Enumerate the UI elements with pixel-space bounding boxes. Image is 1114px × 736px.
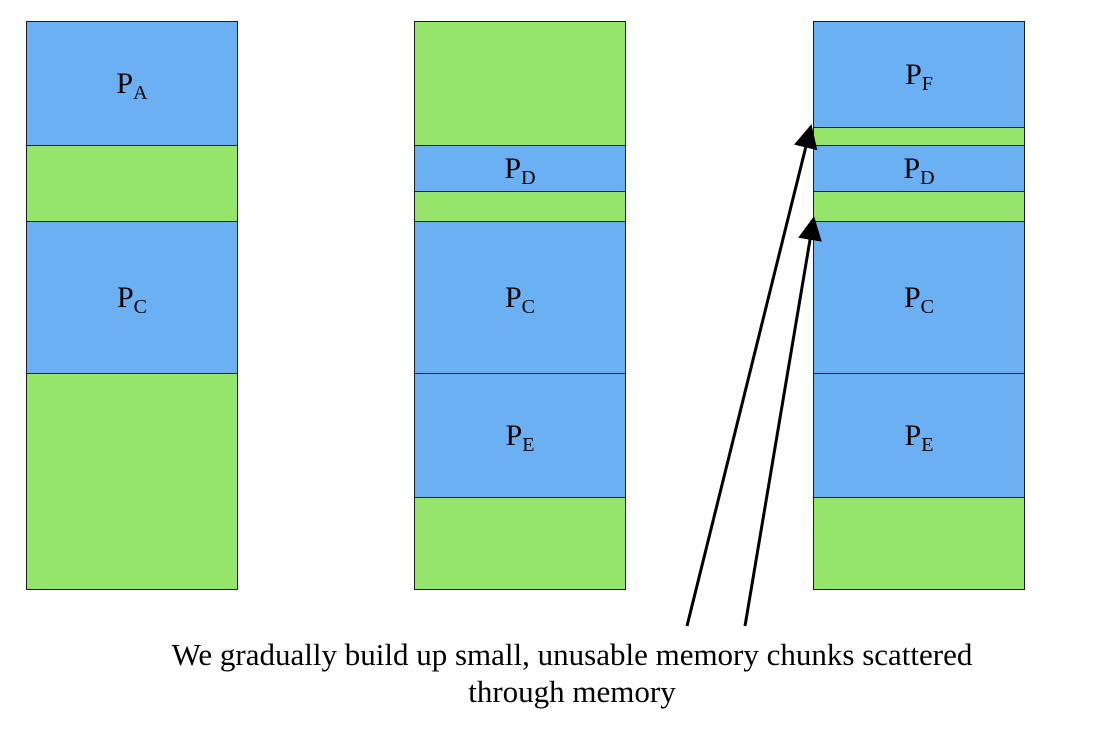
caption-line-2: through memory: [468, 674, 676, 709]
caption-line-1: We gradually build up small, unusable me…: [171, 637, 973, 672]
segment-free: [813, 497, 1025, 590]
process-label: PF: [905, 57, 933, 95]
segment-free: [414, 497, 626, 590]
process-label: PC: [903, 280, 935, 318]
segment-free-fragment: [813, 191, 1025, 222]
segment-process-d: PD: [813, 145, 1025, 192]
memory-column-2: PD PC PE: [414, 21, 626, 590]
segment-process-c: PC: [414, 221, 626, 374]
segment-process-d: PD: [414, 145, 626, 192]
memory-column-1: PA PC: [26, 21, 238, 590]
segment-process-e: PE: [414, 373, 626, 498]
process-label: PD: [504, 151, 536, 189]
arrow-to-fragment-1: [685, 124, 818, 627]
process-label: PC: [504, 280, 536, 318]
segment-free: [26, 145, 238, 222]
arrow-to-fragment-2: [743, 216, 822, 627]
segment-free-fragment: [813, 127, 1025, 146]
memory-column-3: PF PD PC PE: [813, 21, 1025, 590]
segment-process-f: PF: [813, 21, 1025, 128]
segment-free: [414, 21, 626, 146]
segment-process-c: PC: [26, 221, 238, 374]
process-label: PA: [116, 66, 148, 104]
process-label: PE: [505, 418, 535, 456]
segment-process-a: PA: [26, 21, 238, 146]
process-label: PC: [116, 280, 148, 318]
caption: We gradually build up small, unusable me…: [57, 636, 1087, 710]
segment-free: [414, 191, 626, 222]
process-label: PD: [903, 151, 935, 189]
segment-process-e: PE: [813, 373, 1025, 498]
process-label: PE: [904, 418, 934, 456]
segment-process-c: PC: [813, 221, 1025, 374]
segment-free: [26, 373, 238, 590]
